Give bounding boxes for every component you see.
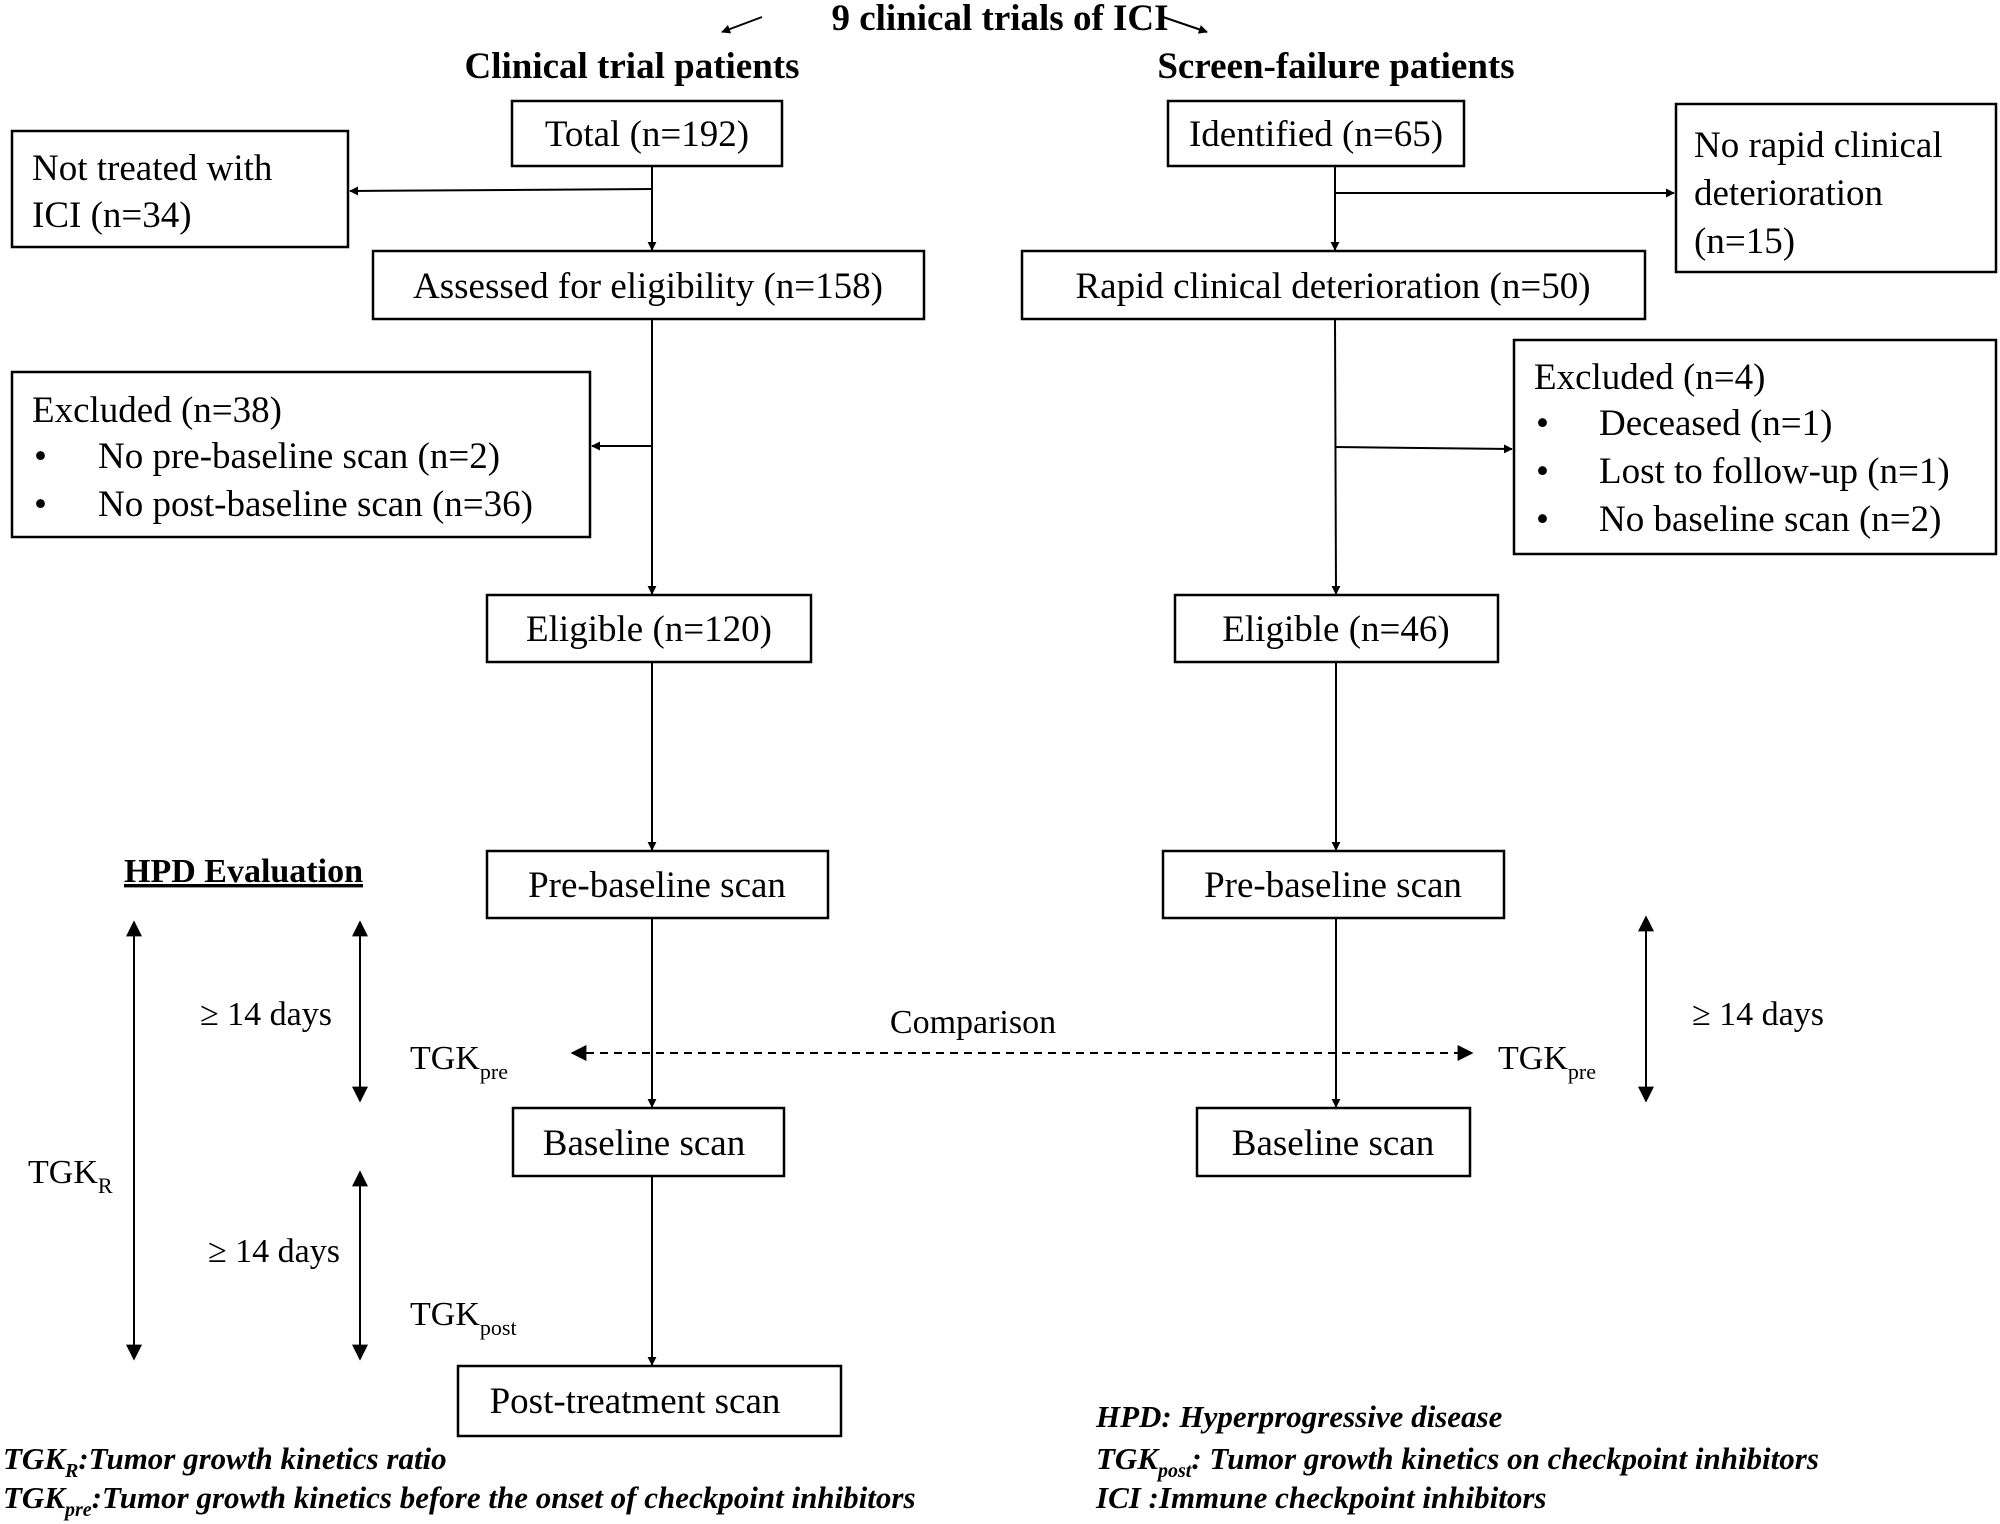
right-pre-baseline-label: Pre-baseline scan — [1204, 865, 1462, 906]
no-rapid-label-line2: deterioration — [1694, 173, 1883, 214]
no-rapid-label-line1: No rapid clinical — [1694, 125, 1943, 166]
bullet: • — [1536, 451, 1549, 492]
left-post-interval-days: ≥ 14 days — [208, 1233, 340, 1270]
right-excluded-node: Excluded (n=4) • Deceased (n=1) • Lost t… — [1512, 338, 1998, 556]
left-column-header: Clinical trial patients — [464, 46, 799, 87]
legend-tgk-r: TGKR:Tumor growth kinetics ratio — [3, 1441, 447, 1482]
hpd-evaluation-heading: HPD Evaluation — [124, 853, 363, 890]
no-rapid-label-line3: (n=15) — [1694, 221, 1795, 262]
not-treated-label-line2: ICI (n=34) — [32, 195, 192, 236]
assessed-node: Assessed for eligibility (n=158) — [371, 249, 926, 321]
title-left-arrow — [721, 16, 763, 34]
tgk-pre-right-label: TGKpre — [1498, 1040, 1596, 1084]
no-rapid-deterioration-node: No rapid clinical deterioration (n=15) — [1674, 102, 1998, 274]
bullet: • — [34, 436, 47, 477]
tgk-r-label: TGKR — [28, 1154, 113, 1198]
left-excluded-item: No pre-baseline scan (n=2) — [98, 436, 500, 477]
left-eligible-node: Eligible (n=120) — [485, 593, 813, 664]
diagram-title: 9 clinical trials of ICI — [831, 0, 1168, 39]
identified-label: Identified (n=65) — [1189, 114, 1443, 155]
left-baseline-node: Baseline scan — [511, 1106, 786, 1178]
post-treatment-label: Post-treatment scan — [490, 1381, 781, 1422]
tgk-pre-left-label: TGKpre — [410, 1040, 508, 1084]
right-eligible-node: Eligible (n=46) — [1173, 593, 1500, 664]
left-eligible-label: Eligible (n=120) — [526, 609, 772, 650]
rapid-deterioration-label: Rapid clinical deterioration (n=50) — [1075, 266, 1590, 307]
right-pre-interval-days: ≥ 14 days — [1692, 996, 1824, 1033]
left-pre-baseline-node: Pre-baseline scan — [485, 849, 830, 920]
right-excluded-title: Excluded (n=4) — [1534, 357, 1766, 398]
left-excluded-item: No post-baseline scan (n=36) — [98, 484, 533, 525]
left-baseline-label: Baseline scan — [543, 1123, 745, 1164]
right-pre-baseline-node: Pre-baseline scan — [1161, 849, 1506, 920]
title-right-arrow — [1162, 16, 1208, 34]
comparison-label: Comparison — [890, 1004, 1056, 1041]
legend-hpd: HPD: Hyperprogressive disease — [1095, 1399, 1503, 1434]
right-excluded-item: No baseline scan (n=2) — [1599, 499, 1941, 540]
total-label: Total (n=192) — [545, 114, 749, 155]
edge-rapid-to-eligible — [1331, 318, 1341, 595]
tgk-post-label: TGKpost — [410, 1296, 517, 1340]
bullet: • — [1536, 499, 1549, 540]
left-pre-baseline-label: Pre-baseline scan — [528, 865, 786, 906]
post-treatment-node: Post-treatment scan — [456, 1364, 843, 1438]
not-treated-node: Not treated with ICI (n=34) — [10, 129, 350, 249]
identified-node: Identified (n=65) — [1166, 99, 1466, 168]
bullet: • — [34, 484, 47, 525]
right-excluded-item: Deceased (n=1) — [1599, 403, 1833, 444]
edge-to-right-excluded — [1334, 444, 1513, 454]
right-column-header: Screen-failure patients — [1157, 46, 1514, 87]
edge-to-not-treated — [349, 186, 653, 196]
right-baseline-node: Baseline scan — [1195, 1106, 1472, 1178]
assessed-label: Assessed for eligibility (n=158) — [413, 266, 883, 307]
left-excluded-node: Excluded (n=38) • No pre-baseline scan (… — [10, 370, 592, 539]
rapid-deterioration-node: Rapid clinical deterioration (n=50) — [1020, 249, 1647, 321]
bullet: • — [1536, 403, 1549, 444]
left-excluded-title: Excluded (n=38) — [32, 390, 282, 431]
total-node: Total (n=192) — [510, 99, 784, 168]
legend-tgk-post: TGKpost: Tumor growth kinetics on checkp… — [1096, 1441, 1819, 1482]
legend-ici: ICI :Immune checkpoint inhibitors — [1095, 1480, 1546, 1515]
right-excluded-item: Lost to follow-up (n=1) — [1599, 451, 1950, 492]
right-baseline-label: Baseline scan — [1232, 1123, 1434, 1164]
legend-tgk-pre: TGKpre:Tumor growth kinetics before the … — [3, 1480, 916, 1521]
left-pre-interval-days: ≥ 14 days — [200, 996, 332, 1033]
right-eligible-label: Eligible (n=46) — [1222, 609, 1449, 650]
not-treated-label-line1: Not treated with — [32, 148, 273, 189]
